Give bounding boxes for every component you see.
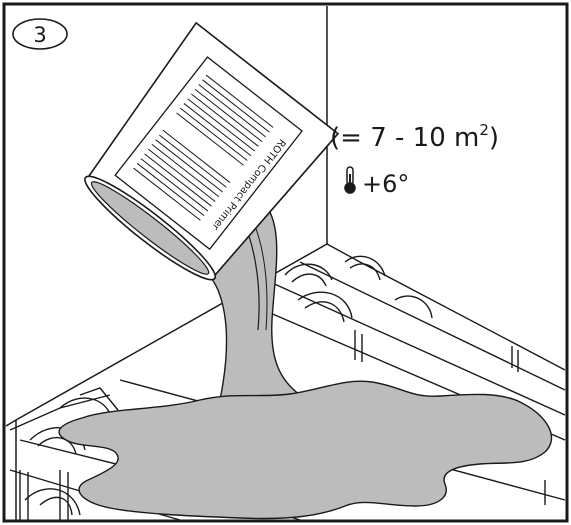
step-badge: 3 [12,18,68,50]
thermometer-icon [344,166,356,194]
coverage-superscript: 2 [479,121,489,139]
coverage-prefix: (= 7 - 10 m [330,123,479,153]
coverage-suffix: ) [489,123,499,153]
temperature-text: +6° [362,170,409,198]
coverage-text: (= 7 - 10 m2) [330,121,499,153]
step-number: 3 [33,23,46,47]
primer-bucket: ROTH Compact Primer [84,21,340,281]
puddle [58,380,553,520]
primer-liquid [58,195,553,520]
bucket-label-panel [114,56,303,251]
bucket-label-lines [133,74,274,221]
